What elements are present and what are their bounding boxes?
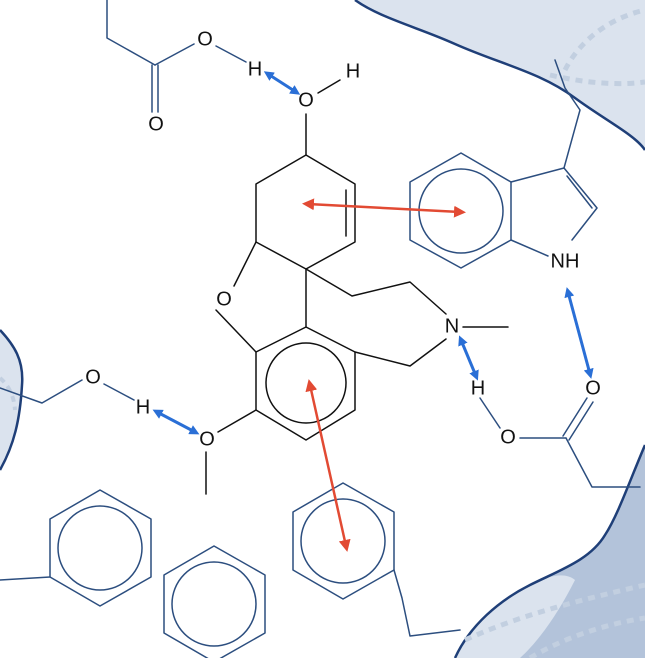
phe-ring-bottom-circle bbox=[300, 498, 386, 584]
acid-top-co-single bbox=[154, 43, 195, 66]
ligand-hydroxyl-h: H bbox=[346, 60, 360, 82]
ligand-methoxy-o: O bbox=[199, 428, 215, 450]
hbond-arrow-hydroxyl-left-to-methoxy bbox=[152, 409, 200, 435]
hydroxyl-left-oh-bond bbox=[103, 383, 135, 401]
acid-top-o1: O bbox=[197, 28, 213, 50]
ligand-galantamine: O H O O N bbox=[199, 60, 509, 495]
hbond-arrow-amine-to-acid-right bbox=[458, 335, 479, 381]
residue-ring-bottom bbox=[163, 545, 266, 663]
residue-tryptophan: NH bbox=[409, 59, 598, 272]
acid-right-co-double-a bbox=[562, 397, 588, 437]
trp-pyrrole-ring bbox=[510, 167, 598, 257]
acid-top-chain bbox=[106, 0, 156, 66]
phe-lower-left-chain bbox=[0, 576, 51, 581]
pocket-region-top-right bbox=[355, 0, 645, 150]
pocket-dash-top-right-1 bbox=[562, 7, 645, 72]
residue-acid-top: O O H bbox=[106, 0, 262, 135]
ligand-dihydrofuran bbox=[215, 241, 307, 353]
pocket-edge-bottom-right bbox=[453, 444, 645, 659]
acid-right-oh-bond bbox=[479, 397, 501, 429]
pi-arrow-cyclohexene-to-trp bbox=[302, 198, 466, 218]
phe-bottom-chain bbox=[393, 569, 461, 637]
ligand-hydroxyl-o: O bbox=[298, 89, 314, 111]
phe-ring-lower-left-circle bbox=[57, 505, 143, 591]
pocket-region-left bbox=[0, 330, 23, 470]
pocket-edge-top-right bbox=[354, 0, 645, 151]
trp-nh: NH bbox=[551, 250, 580, 272]
residue-phe-bottom bbox=[292, 482, 461, 637]
ring-bottom bbox=[163, 545, 266, 663]
acid-top-h: H bbox=[248, 58, 262, 80]
acid-top-o2: O bbox=[148, 113, 164, 135]
acid-right-chain bbox=[565, 437, 641, 488]
pocket-dash-bottom-right-1 bbox=[463, 582, 645, 643]
hbond-arrow-trp-to-acid-right bbox=[564, 287, 594, 379]
ligand-methoxy-bond bbox=[217, 409, 257, 433]
phe-ring-lower-left bbox=[49, 489, 152, 607]
acid-right-h: H bbox=[471, 377, 485, 399]
pocket-region-bottom-right-light bbox=[455, 575, 575, 658]
residue-phe-lower-left bbox=[0, 489, 152, 607]
acid-right-o1: O bbox=[585, 377, 601, 399]
ligand-arene-aromatic-circle bbox=[265, 342, 347, 424]
ligand-amine-n: N bbox=[445, 315, 459, 337]
hbond-arrow-acid-top-to-hydroxyl bbox=[263, 71, 301, 95]
pocket-edge-left bbox=[0, 329, 24, 471]
ring-bottom-circle bbox=[171, 561, 257, 647]
ligand-cyclohexene bbox=[255, 154, 356, 270]
trp-pyrrole-double bbox=[566, 175, 593, 209]
phe-ring-bottom bbox=[292, 482, 395, 600]
ligand-oh-h-bond bbox=[317, 79, 341, 94]
trp-side-chain bbox=[554, 59, 581, 169]
residue-acid-right: H O O bbox=[471, 377, 641, 488]
interactions bbox=[152, 71, 594, 552]
acid-right-o2: O bbox=[500, 426, 516, 448]
acid-right-co-double-b bbox=[568, 401, 594, 441]
pi-arrow-arene-to-phe bbox=[305, 379, 351, 552]
acid-top-oh-bond bbox=[215, 45, 247, 63]
residue-hydroxyl-left: O H bbox=[0, 366, 150, 418]
hydroxyl-left-o: O bbox=[85, 366, 101, 388]
ligand-azepine bbox=[305, 268, 447, 367]
hydroxyl-left-chain bbox=[0, 379, 83, 404]
ligand-ring-o: O bbox=[216, 288, 232, 310]
hydroxyl-left-h: H bbox=[136, 396, 150, 418]
pocket-dash-bottom-right-2 bbox=[528, 615, 645, 661]
